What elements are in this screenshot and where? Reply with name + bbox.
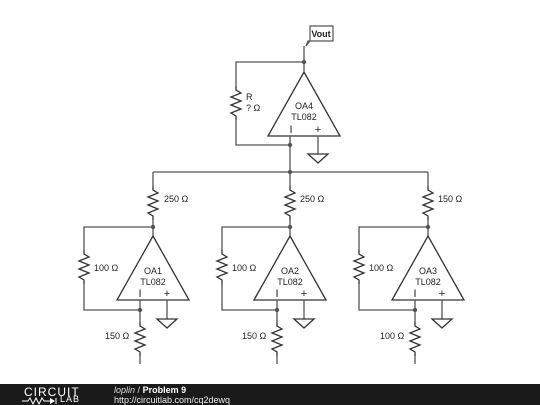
schematic-diagram: OA4 TL082 I + Vout R ? Ω 250 Ω 250 Ω 150… xyxy=(77,25,466,364)
opamp-oa4-inv-pin: I xyxy=(289,124,292,136)
wire-oa2-fb-bottom xyxy=(221,284,277,311)
logo-text-top: CIRCUIT xyxy=(24,385,80,399)
resistor-r-in3-value: 150 Ω xyxy=(438,194,463,204)
opamp-oa1[interactable]: OA1 TL082 I + xyxy=(115,234,191,301)
circuit-url[interactable]: http://circuitlab.com/cq2dewq xyxy=(114,395,231,405)
opamp-oa2-noninv-pin: + xyxy=(301,288,307,300)
ground-symbol xyxy=(306,153,330,164)
resistor-r-value: ? Ω xyxy=(246,103,261,113)
resistor-r[interactable] xyxy=(229,86,243,120)
ground-symbol xyxy=(155,318,179,329)
logo-text-bottom: LAB xyxy=(60,394,81,404)
node-oa4-inv xyxy=(287,142,293,148)
opamp-oa1-model: TL082 xyxy=(140,277,166,287)
opamp-oa3[interactable]: OA3 TL082 I + xyxy=(390,234,466,301)
wire-oa4-fb-top xyxy=(235,61,304,86)
opamp-oa1-inv-pin: I xyxy=(138,288,141,300)
wire-oa2-fb-top xyxy=(221,226,290,250)
title-separator: / xyxy=(137,385,141,395)
wire-oa3-fb-bottom xyxy=(358,284,415,311)
circuit-meta: loplin / Problem 9 http://circuitlab.com… xyxy=(114,385,230,405)
resistor-r-in2[interactable] xyxy=(283,186,297,220)
opamp-oa2-inv-pin: I xyxy=(275,288,278,300)
wire-oa1-fb-top xyxy=(83,226,153,250)
circuit-title[interactable]: Problem 9 xyxy=(142,385,187,395)
opamp-oa3-noninv-pin: + xyxy=(439,288,445,300)
opamp-oa2-model: TL082 xyxy=(277,277,303,287)
opamp-oa2-name: OA2 xyxy=(281,266,299,276)
opamp-oa1-noninv-pin: + xyxy=(164,288,170,300)
node-vout xyxy=(301,59,307,65)
opamp-oa3-model: TL082 xyxy=(415,277,441,287)
resistor-r-in2-value: 250 Ω xyxy=(300,194,325,204)
logo-resistor-icon xyxy=(22,397,57,405)
resistor-r-fb1[interactable] xyxy=(77,250,91,284)
opamp-oa3-inv-pin: I xyxy=(413,288,416,300)
resistor-r-in1-value: 250 Ω xyxy=(164,194,189,204)
resistor-r-gnd2[interactable] xyxy=(270,322,284,356)
resistor-r-gnd2-value: 150 Ω xyxy=(242,331,267,341)
opamp-oa4-model: TL082 xyxy=(291,112,317,122)
resistor-r-gnd1[interactable] xyxy=(133,322,147,356)
resistor-r-in1[interactable] xyxy=(146,186,160,220)
resistor-r-fb3[interactable] xyxy=(352,250,366,284)
node-oa3-inv xyxy=(412,307,418,313)
resistor-r-gnd3-value: 100 Ω xyxy=(380,331,405,341)
circuitlab-logo[interactable]: CIRCUIT LAB xyxy=(22,385,92,405)
opamp-oa4-name: OA4 xyxy=(295,101,313,111)
ground-symbol xyxy=(430,318,454,329)
author-link[interactable]: loplin xyxy=(114,385,136,395)
resistor-r-fb2-value: 100 Ω xyxy=(232,263,257,273)
ground-symbol xyxy=(292,318,316,329)
vout-terminal[interactable]: Vout xyxy=(305,25,334,47)
wire-oa1-fb-bottom xyxy=(83,284,140,311)
resistor-r-fb3-value: 100 Ω xyxy=(369,263,394,273)
vout-label: Vout xyxy=(311,29,330,39)
resistor-r-fb1-value: 100 Ω xyxy=(94,263,119,273)
wire-oa3-fb-top xyxy=(358,226,428,250)
resistor-r-name: R xyxy=(246,92,253,102)
resistor-r-gnd1-value: 150 Ω xyxy=(105,331,130,341)
opamp-oa2[interactable]: OA2 TL082 I + xyxy=(252,234,328,301)
footer-bar: CIRCUIT LAB loplin / Problem 9 http://ci… xyxy=(0,384,540,405)
resistor-r-in3[interactable] xyxy=(421,186,435,220)
node-oa1-inv xyxy=(137,307,143,313)
resistor-r-fb2[interactable] xyxy=(215,250,229,284)
opamp-oa3-name: OA3 xyxy=(419,266,437,276)
resistor-r-gnd3[interactable] xyxy=(408,322,422,356)
opamp-oa4[interactable]: OA4 TL082 I + xyxy=(266,70,342,137)
opamp-oa4-noninv-pin: + xyxy=(315,124,321,136)
node-oa2-inv xyxy=(274,307,280,313)
wire-oa4-fb-bottom xyxy=(235,120,290,146)
opamp-oa1-name: OA1 xyxy=(144,266,162,276)
